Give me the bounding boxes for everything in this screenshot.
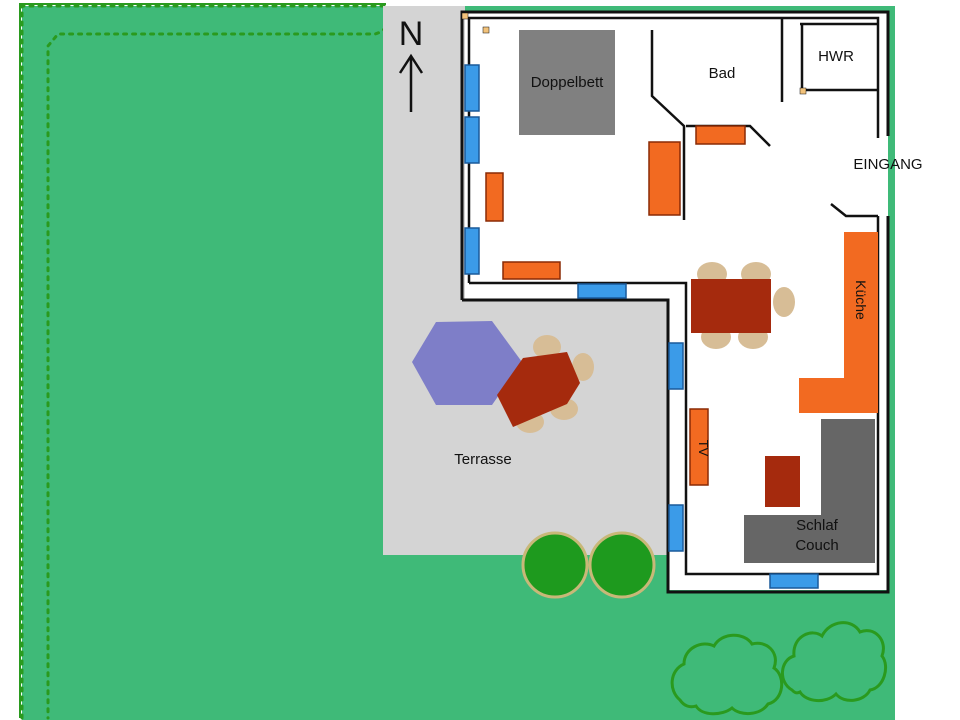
tv-label: TV [696,440,711,457]
north-arrow: N [399,15,424,112]
window [668,504,684,552]
bath-cabinet [695,125,746,145]
terrace-label: Terrasse [454,451,512,468]
bushes [670,621,887,716]
sofa-bed [744,419,875,563]
window [577,283,627,299]
exterior-wall-outer [460,10,890,594]
bush [781,621,887,702]
sofa-label-line2: Couch [795,537,838,554]
dining-set [691,262,795,349]
shrub [588,531,656,599]
bath-label: Bad [709,65,736,82]
bush [670,633,784,716]
kitchen-label: Küche [853,280,869,320]
door-hinge [482,26,490,34]
umbrella [412,321,522,405]
coffee-table [765,456,800,507]
windows [464,64,819,589]
shrub [521,531,589,599]
terrace-floor [383,6,668,555]
terrace-table [497,352,580,427]
kitchen-counter [799,232,878,413]
chair [533,335,561,359]
entrance-label: EINGANG [853,156,922,173]
tv-cabinet [689,408,709,486]
chair [773,287,795,317]
dining-table [691,279,771,333]
utility-room-label: HWR [818,48,854,65]
window [668,342,684,390]
window [464,227,480,275]
double-bed [519,30,615,135]
window [464,64,480,112]
bed-label: Doppelbett [531,74,604,91]
terrace-table-set [497,335,594,433]
window [769,573,819,589]
door-hinge [799,87,807,95]
hedge-border-outline [19,3,386,718]
window [464,116,480,164]
bedroom-cabinets [485,141,681,280]
north-letter: N [399,15,424,53]
door-hinge [461,12,469,20]
chair [572,353,594,381]
house-interior [465,12,888,590]
shrubs [521,531,656,599]
sofa-label-line1: Schlaf [796,517,839,534]
